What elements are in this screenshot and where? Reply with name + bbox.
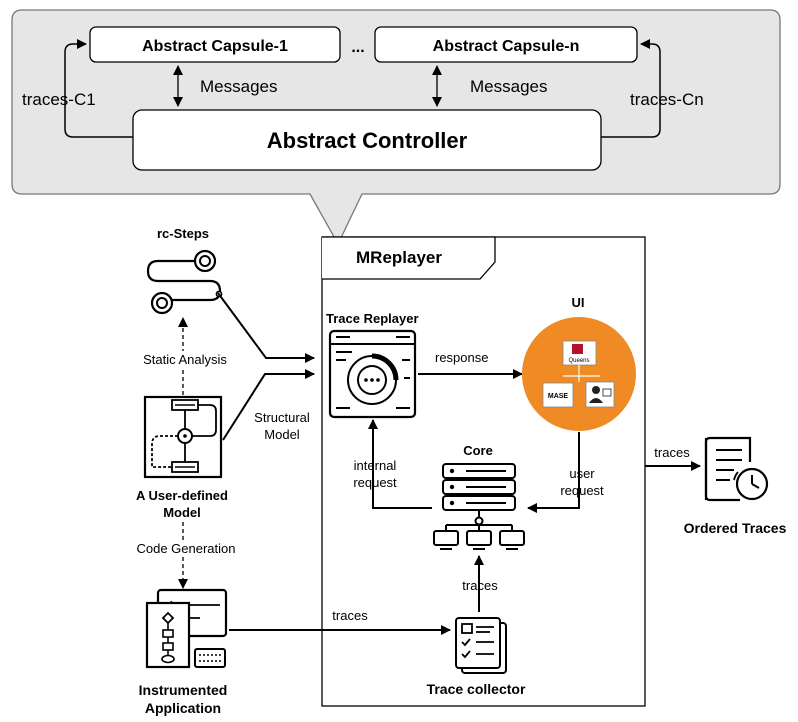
ordered-traces-icon (704, 436, 769, 502)
internal-request-label-2: request (353, 475, 397, 490)
user-head-icon (592, 386, 600, 394)
static-analysis-label: Static Analysis (143, 352, 227, 367)
queens-crest-icon (572, 344, 583, 354)
capsule-1-label: Abstract Capsule-1 (142, 38, 288, 55)
abstract-controller: Abstract Controller (132, 109, 602, 171)
trace-replayer-label: Trace Replayer (326, 311, 419, 326)
instrumented-app-icon: </> (145, 588, 228, 669)
traces-c1-label: traces-C1 (22, 90, 96, 109)
user-request-label-2: request (560, 483, 604, 498)
abstract-capsule-1: Abstract Capsule-1 (89, 26, 341, 63)
controller-label: Abstract Controller (267, 128, 468, 153)
capsule-n-label: Abstract Capsule-n (433, 38, 580, 55)
core-server-icon (433, 463, 525, 550)
mase-logo: MASE (548, 393, 569, 400)
structural-model-label-2: Model (264, 427, 300, 442)
ui-label: UI (572, 295, 585, 310)
user-model-label-1: A User-defined (136, 488, 228, 503)
mreplayer-title: MReplayer (356, 248, 442, 267)
rc-steps-icon (146, 249, 223, 315)
rc-steps-to-replayer-arrow (217, 292, 315, 363)
messages-right-label: Messages (470, 77, 547, 96)
app-traces-label: traces (332, 608, 368, 623)
trace-collector-icon (455, 617, 507, 674)
instrumented-app-label-1: Instrumented (139, 682, 228, 698)
capsule-ellipsis: ... (351, 39, 364, 56)
code-generation-label: Code Generation (136, 541, 235, 556)
core-label: Core (463, 443, 493, 458)
structural-model-label-1: Structural (254, 410, 310, 425)
messages-left-label: Messages (200, 77, 277, 96)
queens-text: Queens (568, 358, 589, 364)
response-label: response (435, 350, 488, 365)
internal-request-label-1: internal (354, 458, 397, 473)
abstract-capsule-n: Abstract Capsule-n (374, 26, 638, 63)
traces-cn-label: traces-Cn (630, 90, 704, 109)
model-to-replayer-arrow (222, 369, 315, 441)
traces-out-label: traces (654, 445, 690, 460)
user-model-label-2: Model (163, 505, 201, 520)
traces-c1-arrow (64, 39, 133, 138)
ordered-traces-label: Ordered Traces (684, 520, 787, 536)
user-request-label-1: user (569, 466, 595, 481)
internal-request-arrow (368, 419, 432, 509)
rc-steps-label: rc-Steps (157, 226, 209, 241)
traces-cn-arrow (601, 39, 661, 138)
user-model-icon (143, 395, 223, 479)
ui-icon: Queens MASE (522, 317, 636, 431)
trace-replayer-icon (328, 329, 417, 419)
collector-traces-label: traces (462, 578, 498, 593)
user-request-arrow (527, 432, 580, 513)
instrumented-app-label-2: Application (145, 700, 221, 716)
trace-collector-label: Trace collector (427, 681, 526, 697)
